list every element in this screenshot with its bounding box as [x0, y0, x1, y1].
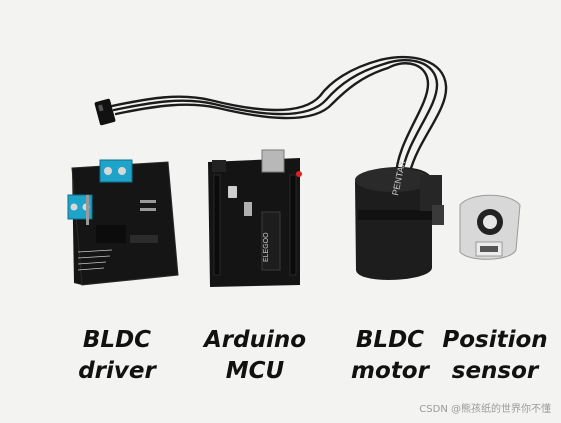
position-sensor: [459, 194, 521, 260]
bldc-motor: PENTAX: [355, 160, 444, 280]
label-position-sensor: Position sensor: [440, 325, 550, 387]
label-arduino-mcu-line2: MCU: [225, 358, 285, 384]
label-arduino-mcu-line1: Arduino: [203, 327, 307, 353]
label-position-sensor-line1: Position: [442, 327, 548, 353]
label-bldc-driver-line2: driver: [78, 358, 156, 384]
label-bldc-motor-line2: motor: [351, 358, 429, 384]
label-bldc-driver-line1: BLDC: [82, 327, 152, 353]
motor-wires: [110, 55, 448, 180]
arduino-board: ELEGOO: [208, 149, 302, 287]
bldc-driver-board: [67, 159, 179, 286]
watermark-text: CSDN @熊孩纸的世界你不懂: [419, 404, 551, 415]
label-bldc-motor-line1: BLDC: [355, 327, 425, 353]
label-arduino-mcu: Arduino MCU: [200, 325, 310, 387]
label-position-sensor-line2: sensor: [451, 358, 539, 384]
svg-text:ELEGOO: ELEGOO: [263, 232, 270, 262]
label-bldc-motor: BLDC motor: [335, 325, 445, 387]
wire-connector: [94, 98, 116, 126]
label-bldc-driver: BLDC driver: [62, 325, 172, 387]
